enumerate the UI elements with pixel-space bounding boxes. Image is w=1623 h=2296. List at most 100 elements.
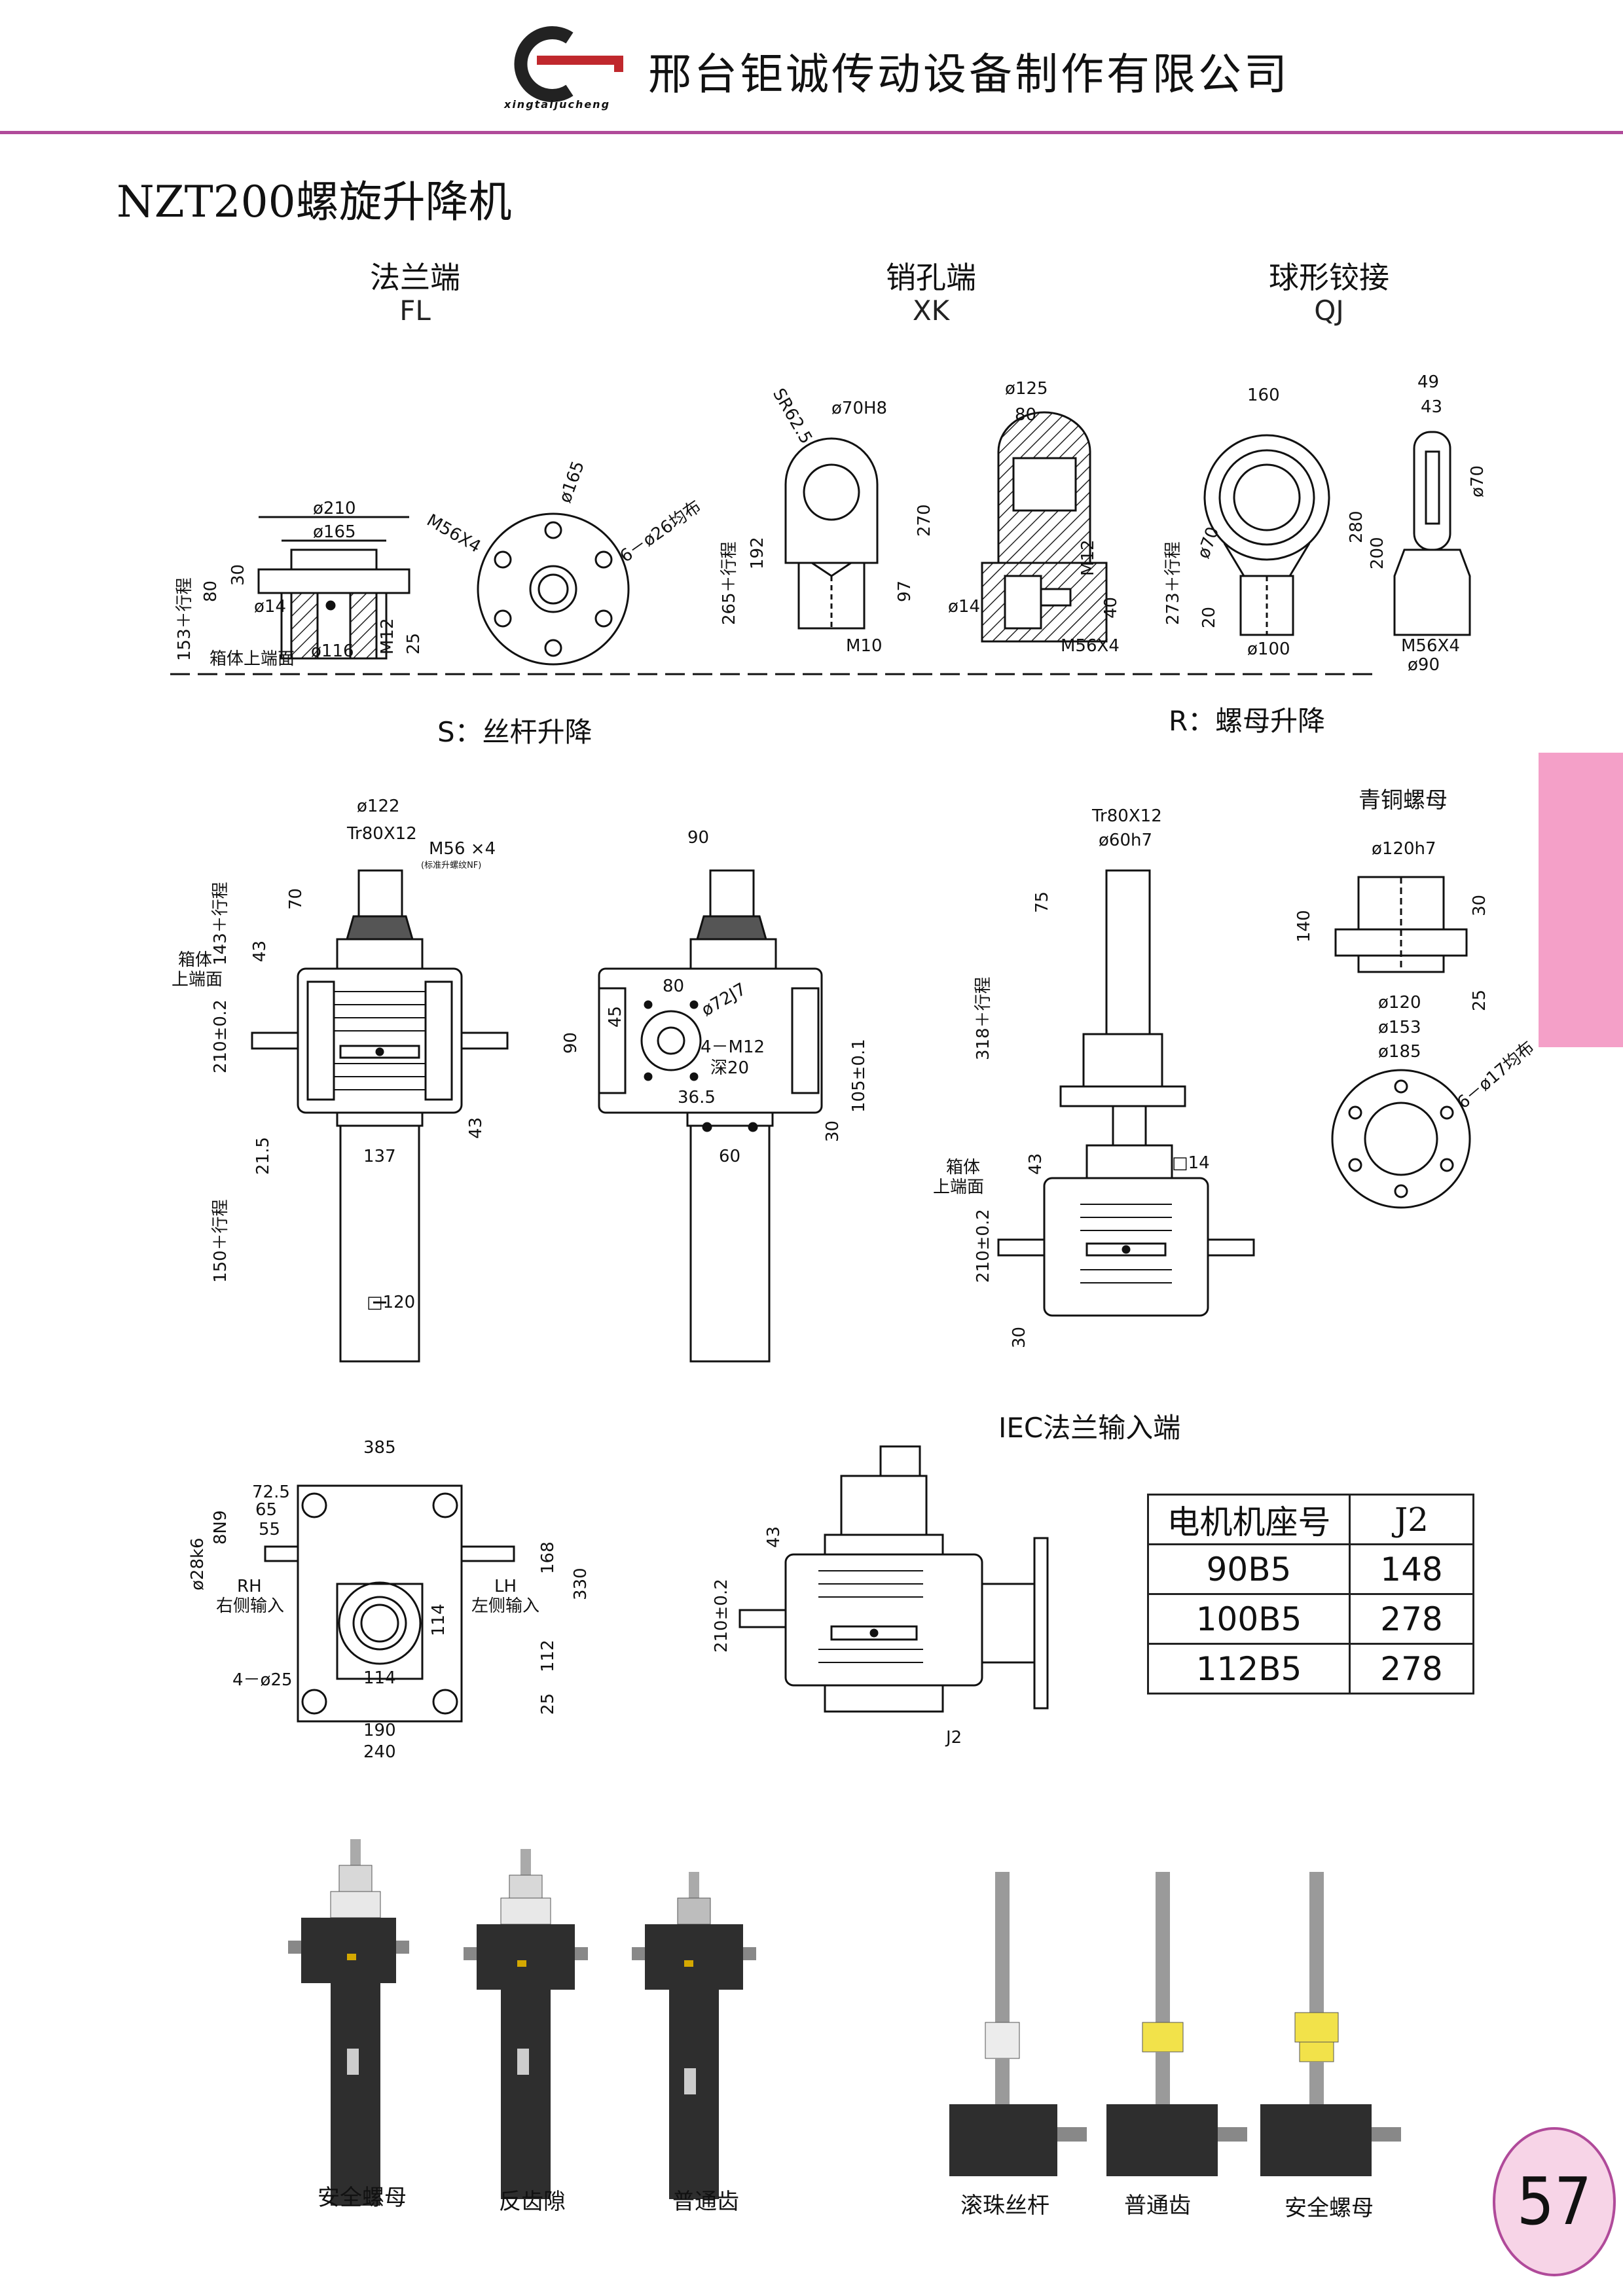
dim-nut-h140: 140 bbox=[1294, 910, 1314, 942]
product-photo-standard-tooth bbox=[632, 1872, 756, 2199]
dim-r-h210: 210±0.2 bbox=[974, 1209, 993, 1283]
table-cell: 100B5 bbox=[1147, 1593, 1351, 1645]
page-title: NZT200螺旋升降机 bbox=[117, 177, 512, 227]
table-cell: 112B5 bbox=[1147, 1643, 1351, 1695]
dim-fl-h30: 30 bbox=[228, 564, 248, 586]
dim-base-w385: 385 bbox=[363, 1438, 396, 1458]
dim-nut-h30: 30 bbox=[1470, 895, 1489, 916]
dim-s-h143: 143＋行程 bbox=[211, 882, 230, 965]
dim-fl-d210: ø210 bbox=[313, 499, 356, 518]
fl-flange-section bbox=[257, 516, 410, 660]
dim-s-tr: Tr80X12 bbox=[346, 824, 417, 844]
dim-xk-w80: 80 bbox=[1015, 405, 1036, 425]
dim-nut-d120: ø120 bbox=[1378, 993, 1421, 1013]
dim-xk-d70: ø70H8 bbox=[831, 399, 887, 418]
dim-fl-d14: ø14 bbox=[254, 597, 286, 617]
dim-fl-d165: ø165 bbox=[313, 522, 356, 542]
dim-s2-h30: 30 bbox=[823, 1121, 843, 1142]
table-cell: 148 bbox=[1349, 1543, 1474, 1595]
dim-base-w65: 65 bbox=[255, 1500, 277, 1520]
base-plan-view bbox=[264, 1484, 515, 1723]
dim-iec-j2: J2 bbox=[945, 1728, 962, 1748]
iec-flange-input-view bbox=[739, 1445, 1049, 1713]
product-photo-safety-nut bbox=[288, 1839, 409, 2206]
dim-s2-m12: 4－M12 bbox=[701, 1037, 765, 1057]
dim-qj-h200: 200 bbox=[1368, 537, 1387, 569]
product-photo-anti-backlash bbox=[464, 1849, 588, 2199]
dim-qj-m56: M56X4 bbox=[1401, 636, 1460, 656]
qj-ball-joint-front bbox=[1203, 434, 1330, 636]
company-name: 邢台钜诚传动设备制作有限公司 bbox=[648, 49, 1290, 99]
header-rule bbox=[0, 131, 1623, 134]
dim-s2-w80: 80 bbox=[663, 977, 684, 996]
dim-base-h330: 330 bbox=[571, 1568, 591, 1600]
dim-base-w55: 55 bbox=[259, 1520, 280, 1539]
dim-qj-d90: ø90 bbox=[1408, 655, 1440, 675]
dim-s-m56: M56 ×4 bbox=[429, 839, 496, 859]
photo-caption-1: 安全螺母 bbox=[318, 2185, 407, 2211]
dim-base-w72: 72.5 bbox=[252, 1482, 290, 1502]
photo-caption-6: 安全螺母 bbox=[1285, 2195, 1374, 2221]
dim-fl-d116: ø116 bbox=[311, 641, 354, 661]
table-cell: 278 bbox=[1349, 1593, 1474, 1645]
dim-qj-w49: 49 bbox=[1417, 372, 1439, 392]
dim-r-d60: ø60h7 bbox=[1099, 831, 1152, 850]
dim-qj-w43: 43 bbox=[1421, 397, 1442, 417]
end-type-fl-cn: 法兰端 bbox=[370, 260, 460, 295]
dim-xk-d125: ø125 bbox=[1005, 379, 1048, 399]
dim-fl-h25: 25 bbox=[404, 633, 424, 655]
end-type-qj-cn: 球形铰接 bbox=[1269, 260, 1389, 295]
table-row: 90B5 148 bbox=[1147, 1543, 1474, 1595]
dim-qj-d70b: ø70 bbox=[1468, 465, 1487, 497]
lift-type-s: S：丝杆升降 bbox=[437, 716, 593, 748]
dim-xk-h40: 40 bbox=[1101, 597, 1121, 619]
table-row: 100B5 278 bbox=[1147, 1593, 1474, 1645]
dim-r-box2: 上端面 bbox=[933, 1177, 984, 1197]
dim-xk-m10: M10 bbox=[846, 636, 883, 656]
r-lift-front-view bbox=[997, 869, 1255, 1317]
dim-r-h30: 30 bbox=[1010, 1327, 1029, 1348]
dim-s-h43: 43 bbox=[250, 941, 270, 962]
logo-text: xingtaijucheng bbox=[504, 98, 611, 111]
dim-s-box1: 箱体 bbox=[178, 950, 212, 970]
bronze-nut-section bbox=[1334, 876, 1468, 973]
dim-base-lh1: LH bbox=[494, 1577, 517, 1596]
dim-s2-h45: 45 bbox=[606, 1006, 625, 1028]
photo-caption-5: 普通齿 bbox=[1124, 2193, 1191, 2219]
dim-iec-h43: 43 bbox=[764, 1526, 784, 1548]
dim-xk-m12: M12 bbox=[1078, 539, 1098, 576]
dim-nut-d185: ø185 bbox=[1378, 1042, 1421, 1062]
page-number: 57 bbox=[1516, 2163, 1592, 2240]
end-type-fl-code: FL bbox=[399, 295, 431, 327]
bronze-nut-top-view bbox=[1331, 1069, 1471, 1209]
photo-caption-3: 普通齿 bbox=[672, 2189, 739, 2215]
dim-base-h168: 168 bbox=[538, 1541, 558, 1574]
page-number-badge: 57 bbox=[1493, 2127, 1616, 2276]
dim-s2-h105: 105±0.1 bbox=[849, 1039, 869, 1113]
dim-base-w240: 240 bbox=[363, 1742, 396, 1762]
end-type-xk-cn: 销孔端 bbox=[886, 260, 976, 295]
fl-flange-top-view bbox=[477, 512, 630, 666]
dim-s-h150: 150＋行程 bbox=[211, 1199, 230, 1283]
dim-r-tr: Tr80X12 bbox=[1091, 806, 1162, 826]
dim-base-rh1: RH bbox=[237, 1577, 262, 1596]
xk-pin-end-section bbox=[981, 411, 1108, 643]
dim-base-w114: 114 bbox=[363, 1668, 396, 1688]
photo-caption-2: 反齿隙 bbox=[499, 2189, 566, 2215]
dim-fl-box-top: 箱体上端面 bbox=[210, 649, 295, 669]
dim-iec-h210: 210±0.2 bbox=[712, 1579, 731, 1653]
dim-r-box1: 箱体 bbox=[946, 1158, 980, 1177]
dim-qj-h280: 280 bbox=[1347, 511, 1366, 543]
dim-nut-d120h7: ø120h7 bbox=[1372, 839, 1436, 859]
dim-s-w137: 137 bbox=[363, 1147, 396, 1166]
end-type-qj-code: QJ bbox=[1314, 295, 1344, 327]
dim-s2-w90: 90 bbox=[687, 828, 709, 848]
dim-r-h43: 43 bbox=[1026, 1153, 1046, 1175]
dim-s-box2: 上端面 bbox=[172, 970, 223, 990]
dim-fl-h80: 80 bbox=[201, 581, 221, 602]
dim-fl-h153: 153＋行程 bbox=[175, 577, 194, 661]
table-header-cell: J2 bbox=[1349, 1494, 1474, 1545]
dim-base-rh2: 右侧输入 bbox=[216, 1596, 284, 1616]
